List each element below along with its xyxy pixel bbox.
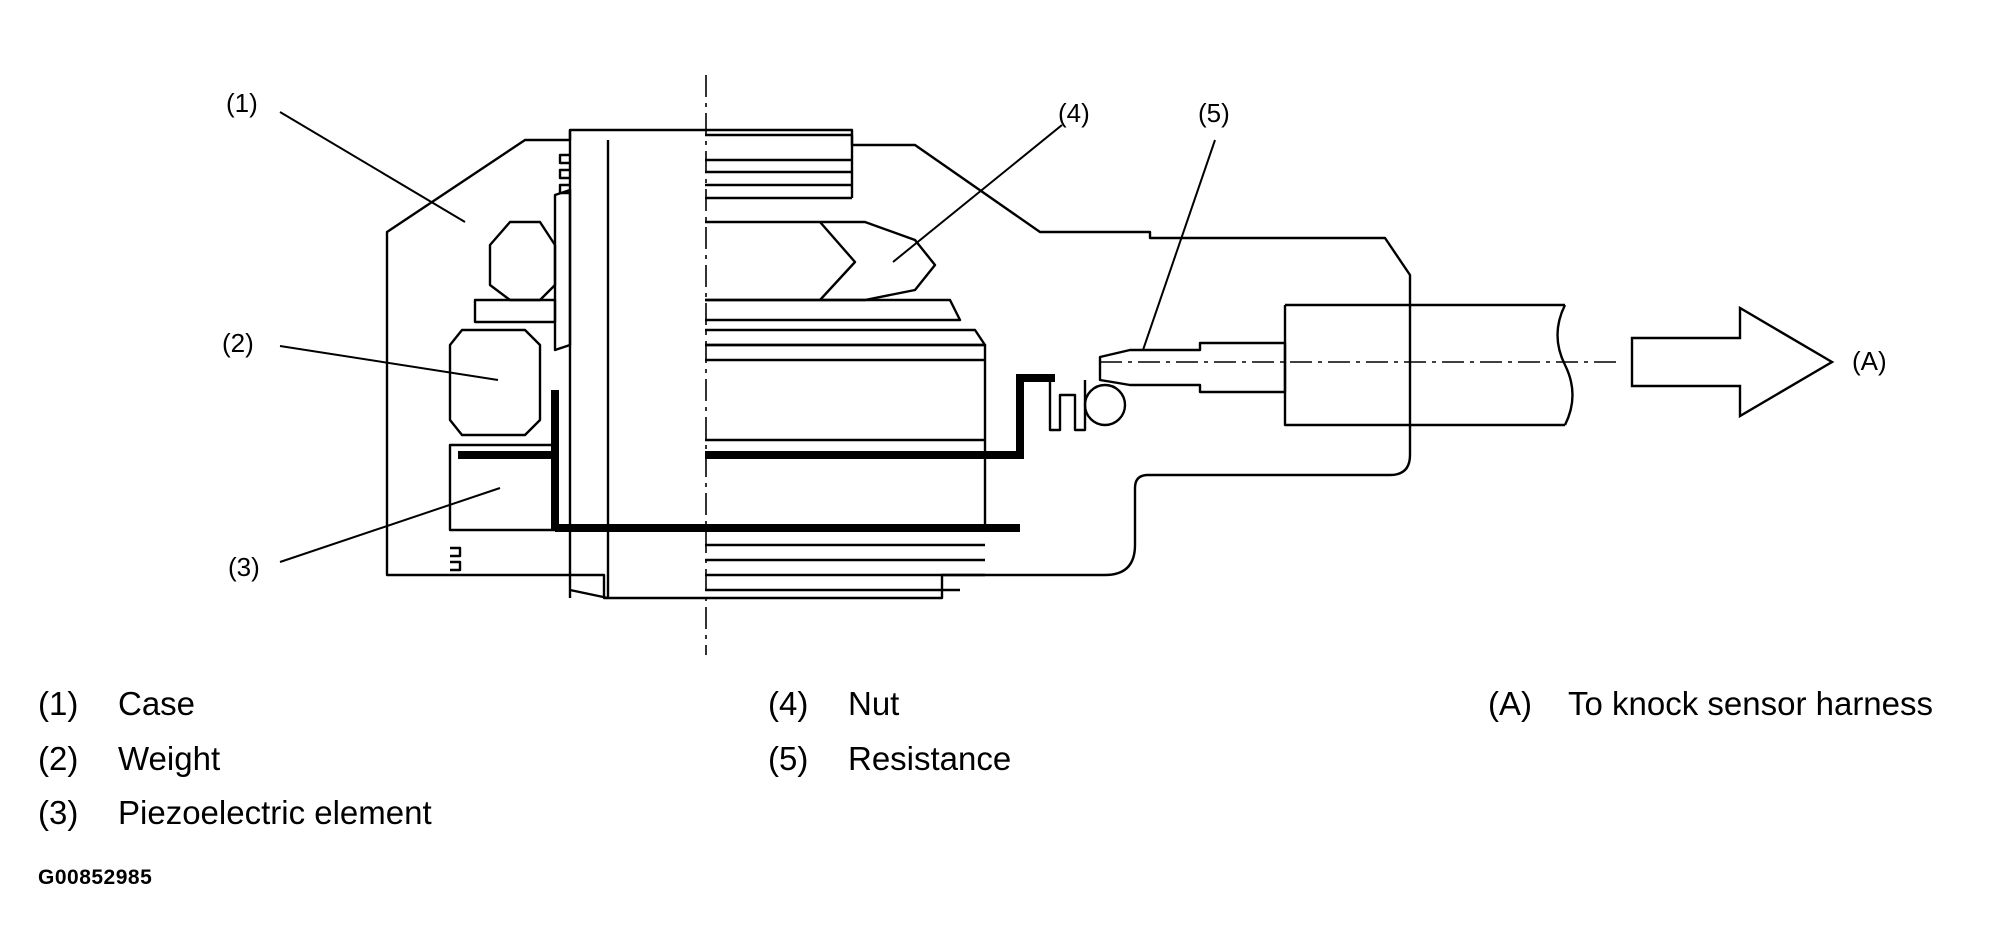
washer — [705, 298, 987, 347]
terminal-ring — [1083, 383, 1127, 427]
cable — [1283, 303, 1565, 427]
left-washer — [473, 298, 557, 324]
connector-body — [1098, 341, 1287, 394]
left-nut — [488, 220, 557, 302]
legend-num: (2) — [38, 740, 79, 777]
legend-num: (5) — [768, 740, 809, 777]
clip — [1048, 380, 1087, 432]
legend-label: Resistance — [848, 740, 1012, 777]
leader-3 — [279, 487, 501, 563]
legend-num: (1) — [38, 685, 79, 722]
leader-2 — [279, 345, 499, 381]
legend-item-weight: (2) Weight — [38, 739, 220, 779]
stud-notch-bottom — [450, 546, 462, 572]
legend-label: Nut — [848, 685, 900, 722]
case-outline — [385, 128, 1412, 600]
leader-4 — [892, 124, 1063, 263]
leader-5 — [1142, 139, 1216, 351]
body-block — [705, 343, 987, 530]
stud-notch-top — [558, 153, 570, 195]
callout-1: (1) — [226, 88, 258, 118]
legend-label: Weight — [118, 740, 221, 777]
legend-item-case: (1) Case — [38, 684, 195, 724]
legend-num: (A) — [1488, 685, 1532, 722]
legend-label: Piezoelectric element — [118, 794, 432, 831]
legend-item-resistance: (5) Resistance — [768, 739, 1011, 779]
legend-item-harness: (A) To knock sensor harness — [1488, 684, 1933, 724]
leader-1 — [279, 111, 466, 223]
legend-item-piezoelectric-element: (3) Piezoelectric element — [38, 793, 432, 833]
legend-item-nut: (4) Nut — [768, 684, 899, 724]
sleeve — [553, 188, 572, 352]
arrow-a — [1630, 305, 1835, 419]
legend-label: Case — [118, 685, 196, 722]
legend-num: (4) — [768, 685, 809, 722]
callout-2: (2) — [222, 328, 254, 358]
callout-a: (A) — [1852, 346, 1887, 376]
thread-top — [705, 133, 854, 200]
figure-id: G00852985 — [38, 866, 153, 889]
legend-label: To knock sensor harness — [1568, 685, 1934, 722]
nut — [705, 220, 937, 302]
legend-num: (3) — [38, 794, 79, 831]
callout-4: (4) — [1058, 98, 1090, 128]
callout-3: (3) — [228, 552, 260, 582]
weight — [448, 328, 542, 437]
cable-break — [1556, 304, 1574, 426]
callout-5: (5) — [1198, 98, 1230, 128]
signal-wire — [458, 374, 1055, 532]
